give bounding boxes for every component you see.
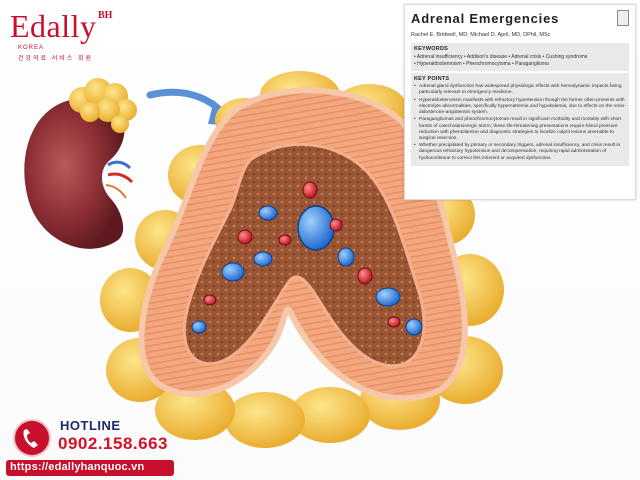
key-points-list: Adrenal gland dysfunction has widespread… xyxy=(414,84,626,162)
keywords-section: KEYWORDS • Adrenal insufficiency • Addis… xyxy=(411,43,629,71)
hotline-number[interactable]: 0902.158.663 xyxy=(58,434,168,453)
brand-korea: KOREA xyxy=(18,45,45,51)
brand-sup: BH xyxy=(98,10,113,21)
keywords-heading: KEYWORDS xyxy=(414,46,448,52)
key-point: Paragangliomas and pheochromocytomas res… xyxy=(414,117,626,141)
arrow-icon xyxy=(146,88,226,116)
keywords-line: • Hyperaldosteronism • Pheochromocytoma … xyxy=(414,61,549,67)
paper-title: Adrenal Emergencies xyxy=(411,11,560,26)
key-point: Hyperaldosteronism manifests with refrac… xyxy=(414,98,626,116)
vessels xyxy=(191,181,423,336)
paper-authors: Rachel E. Bridwell, MD; Michael D. April… xyxy=(411,32,551,38)
kidney-adrenal-cap xyxy=(69,78,137,133)
kidney xyxy=(24,98,134,249)
phone-icon[interactable] xyxy=(10,418,54,458)
brand-name: Edally xyxy=(10,8,97,44)
hotline-label: HOTLINE xyxy=(60,418,121,433)
hotline-block: HOTLINE 0902.158.663 https://edallyhanqu… xyxy=(6,416,206,476)
paper-excerpt: Adrenal Emergencies Rachel E. Bridwell, … xyxy=(404,4,636,200)
key-point: Whether precipitated by primary or secon… xyxy=(414,143,626,161)
journal-badge-icon xyxy=(617,10,629,26)
key-point: Adrenal gland dysfunction has widespread… xyxy=(414,84,626,96)
brand-subtitle: 건강의료 서비스 회원 xyxy=(18,56,94,62)
key-points-heading: KEY POINTS xyxy=(414,76,450,82)
keywords-line: • Adrenal insufficiency • Addison's dise… xyxy=(414,54,588,60)
key-points-section: KEY POINTS Adrenal gland dysfunction has… xyxy=(411,73,629,167)
website-link[interactable]: https://edallyhanquoc.vn xyxy=(6,460,174,476)
adrenal-medulla xyxy=(182,142,426,368)
brand-logo: Edally BH KOREA 건강의료 서비스 회원 xyxy=(10,8,160,63)
